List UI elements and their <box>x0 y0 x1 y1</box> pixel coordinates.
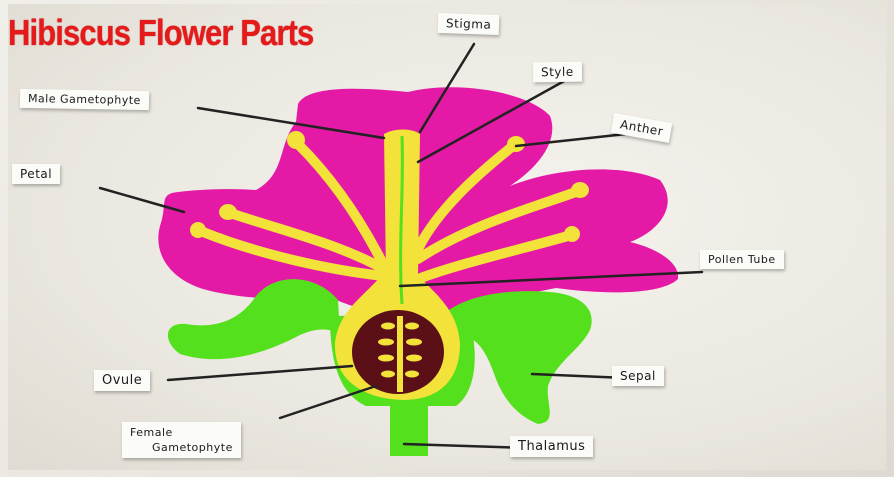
label-sepal: Sepal <box>612 366 664 386</box>
ovule-lobe <box>406 339 422 346</box>
ovule-lobe <box>405 371 419 378</box>
anther-tip <box>190 222 206 238</box>
hibiscus-diagram <box>8 4 886 470</box>
label-female-gametophyte-line2: Gametophyte <box>130 440 233 455</box>
anther-tip <box>507 136 525 152</box>
ovule-lobe <box>381 323 395 330</box>
ovule-lobe <box>378 339 394 346</box>
anther-tip <box>564 226 580 242</box>
anther-tip <box>219 204 237 220</box>
label-petal: Petal <box>12 164 60 184</box>
page-title: Hibiscus Flower Parts <box>8 12 313 54</box>
ovule-lobe <box>381 371 395 378</box>
ovule <box>352 310 444 394</box>
label-male-gametophyte: Male Gametophyte <box>20 89 149 110</box>
label-ovule: Ovule <box>94 370 150 391</box>
ovule-lobe <box>405 323 419 330</box>
label-pollen-tube: Pollen Tube <box>700 250 784 269</box>
ovule-lobe <box>378 355 394 362</box>
style-green-line <box>401 136 403 304</box>
ovule-lobe <box>406 355 422 362</box>
label-female-gametophyte: Female Gametophyte <box>122 422 241 458</box>
label-thalamus: Thalamus <box>510 436 593 457</box>
label-stigma: Stigma <box>438 13 500 35</box>
label-female-gametophyte-line1: Female <box>130 425 233 440</box>
thalamus-stalk <box>390 400 428 456</box>
anther-tip <box>571 182 589 198</box>
photo-frame: Hibiscus Flower Parts Stigma Style Anthe… <box>8 4 886 470</box>
label-style: Style <box>533 62 582 83</box>
anther-tip <box>287 131 305 149</box>
pointer-ovule <box>168 366 352 380</box>
